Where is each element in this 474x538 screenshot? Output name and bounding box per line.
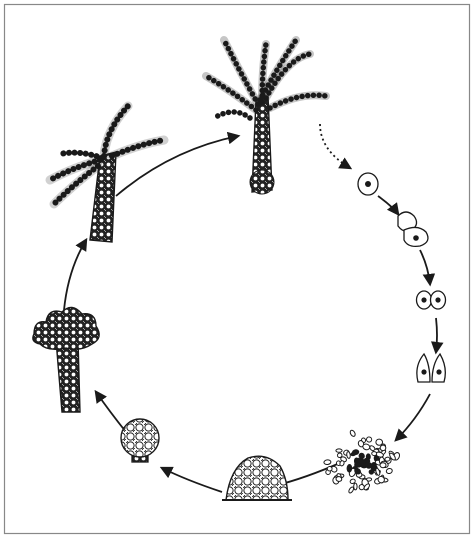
- scattered-cell: [324, 460, 331, 465]
- scattered-cell: [371, 451, 377, 456]
- adult-base-texture: [250, 170, 274, 194]
- scattered-cell: [327, 466, 333, 471]
- scattered-cell: [376, 439, 383, 446]
- arrow-pair-to-elongated: [436, 318, 437, 352]
- scattered-cell: [380, 463, 386, 468]
- released-cell: [358, 173, 378, 195]
- scattered-cell: [355, 463, 361, 467]
- scattered-cell: [385, 457, 391, 462]
- scattered-cell: [369, 469, 374, 474]
- scattered-cell: [346, 451, 350, 458]
- scattered-cell: [336, 476, 343, 482]
- scattered-cell: [336, 449, 342, 452]
- scattered-cell: [347, 464, 352, 472]
- scattered-cell: [354, 483, 357, 490]
- scattered-cell: [371, 462, 377, 469]
- scattered-cell: [380, 445, 386, 451]
